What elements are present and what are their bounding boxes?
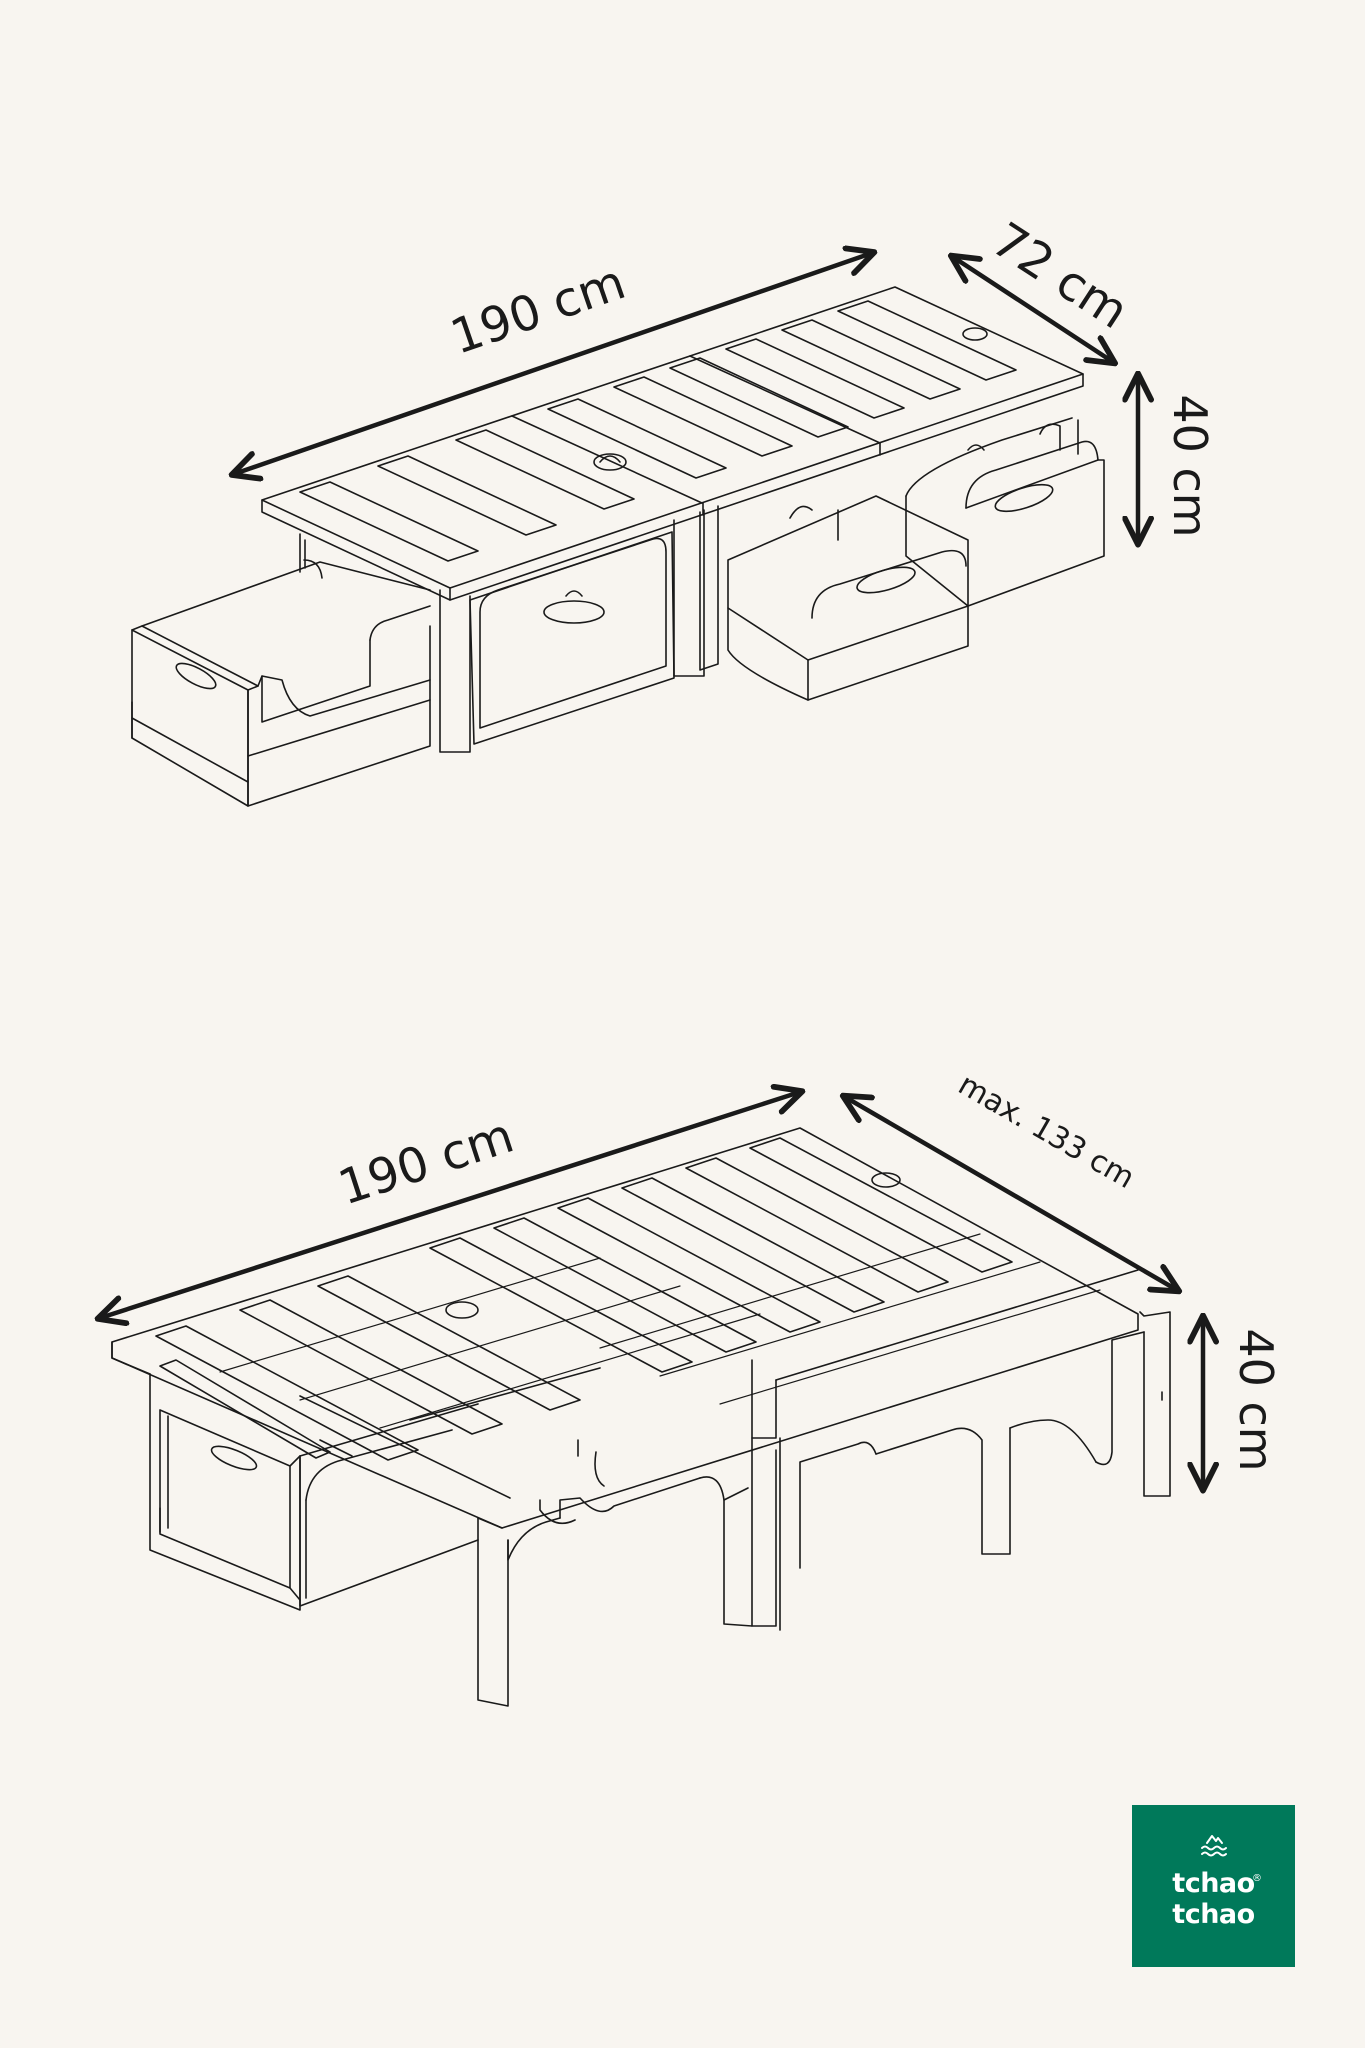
right-drawer — [905, 417, 1105, 607]
middle-drawer — [727, 495, 969, 701]
registered-mark: ® — [1252, 1873, 1262, 1884]
brand-logo: tchao tchao ® — [1132, 1805, 1295, 1967]
extended-bed-drawing — [111, 1127, 1171, 1707]
closed-bed-drawing — [131, 286, 1105, 807]
mountain-wave-icon — [1201, 1835, 1227, 1857]
double-arrow-icon — [953, 257, 1113, 362]
extended-height-label: 40 cm — [1229, 1328, 1283, 1472]
left-drawer — [131, 561, 431, 807]
logo-word-2: tchao — [1172, 1899, 1255, 1930]
left-cabinet — [159, 1409, 453, 1601]
logo-word-1: tchao — [1172, 1868, 1255, 1899]
double-arrow-icon — [234, 253, 872, 474]
closed-height-label: 40 cm — [1163, 394, 1217, 538]
dimension-arrows — [100, 253, 1203, 1488]
double-arrow-icon — [845, 1097, 1177, 1290]
double-arrow-icon — [100, 1092, 800, 1318]
